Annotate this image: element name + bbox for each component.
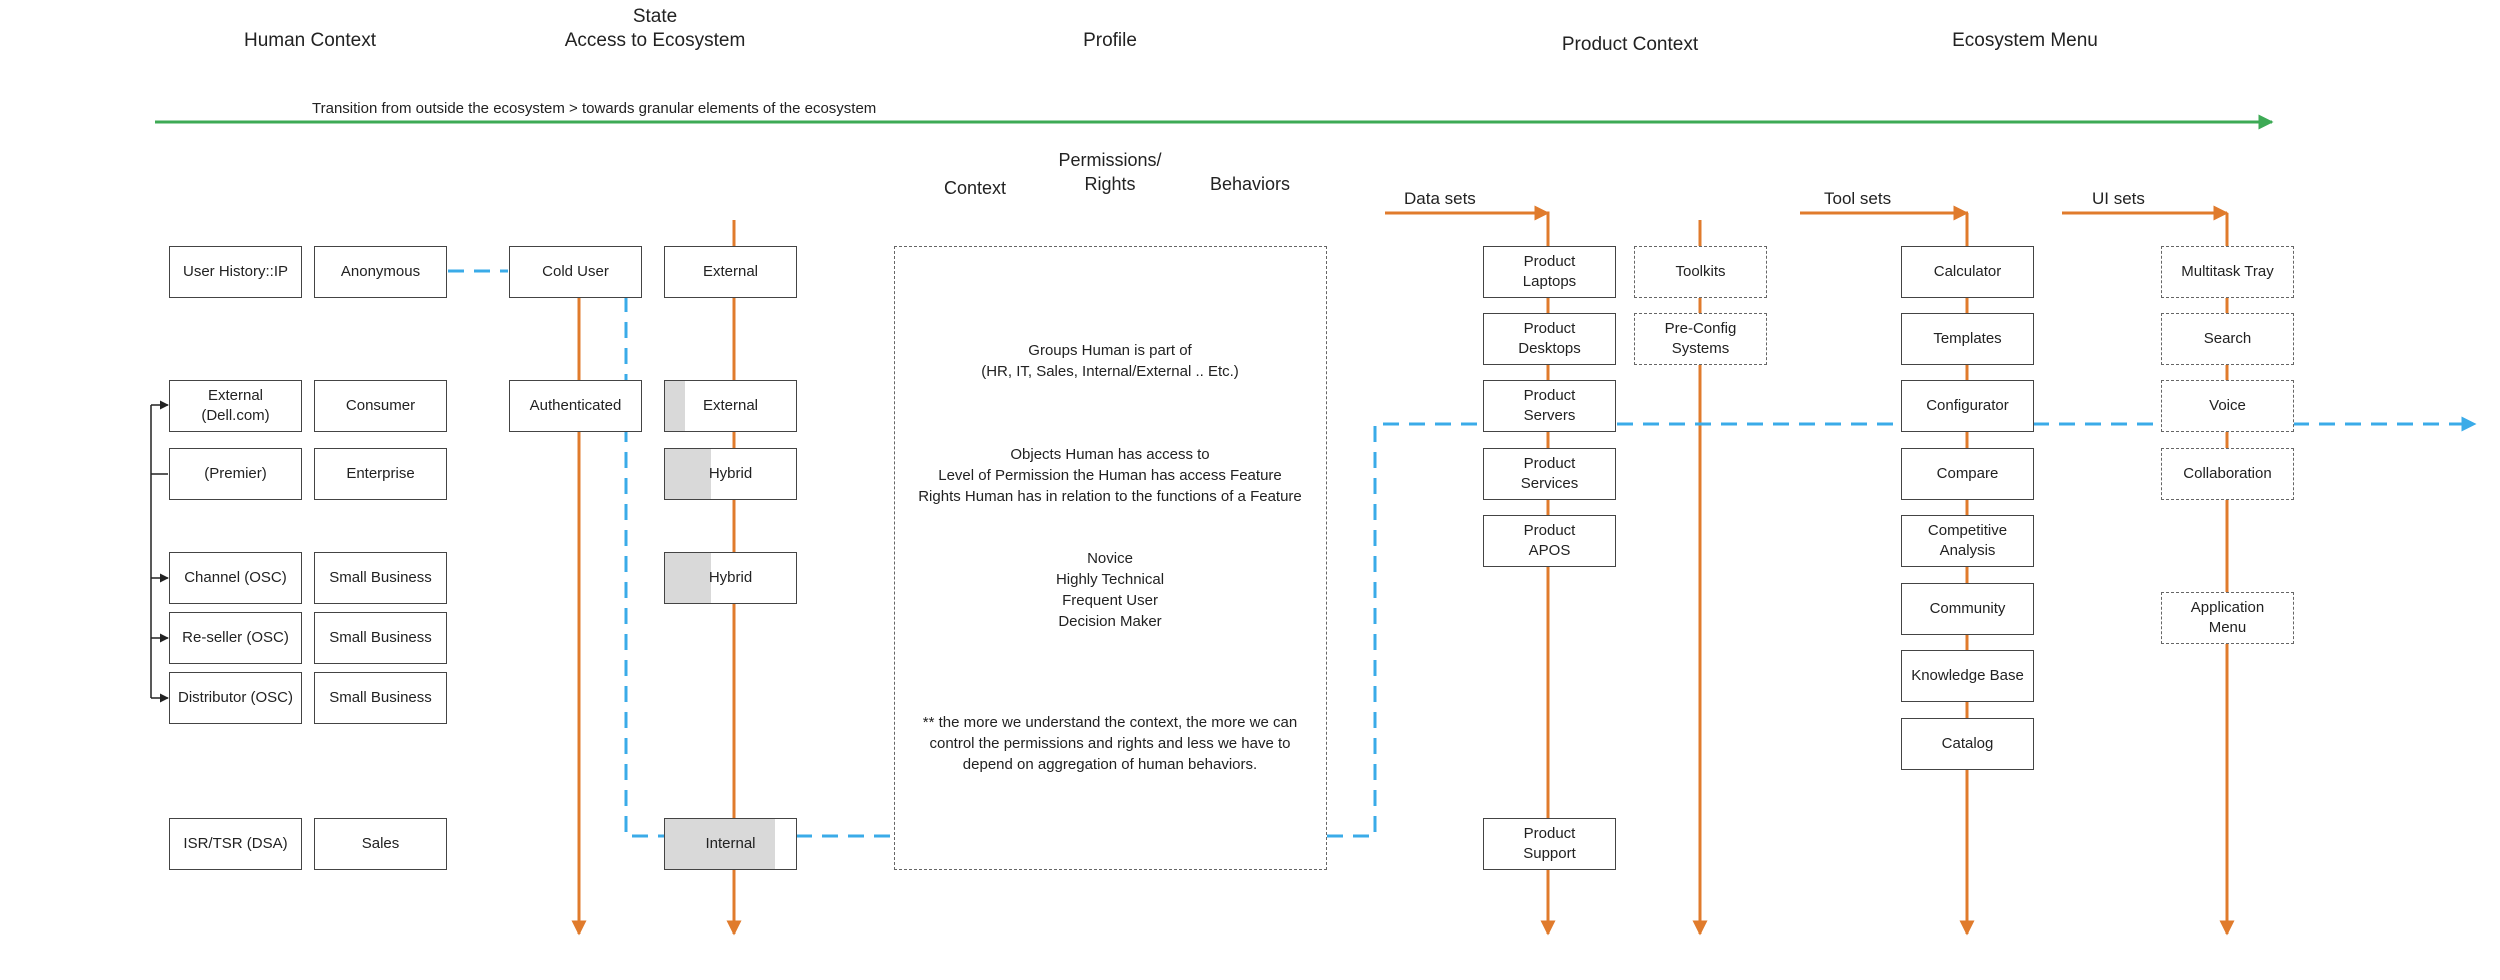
access-hybrid: Hybrid bbox=[664, 552, 797, 604]
human-context-distributor: Distributor (OSC) bbox=[169, 672, 302, 724]
segment-sales: Sales bbox=[314, 818, 447, 870]
human-context-channel: Channel (OSC) bbox=[169, 552, 302, 604]
ui-sets-label: UI sets bbox=[2092, 189, 2145, 208]
data-set-servers: Product Servers bbox=[1483, 380, 1616, 432]
data-set-support: Product Support bbox=[1483, 818, 1616, 870]
data-set-services: Product Services bbox=[1483, 448, 1616, 500]
data-set-apos: Product APOS bbox=[1483, 515, 1616, 567]
tool-set-configurator: Configurator bbox=[1901, 380, 2034, 432]
ui-set-voice: Voice bbox=[2161, 380, 2294, 432]
human-context-external: External (Dell.com) bbox=[169, 380, 302, 432]
profile-subheader-context: Context bbox=[943, 178, 1007, 198]
profile-subheader-behaviors: Behaviors bbox=[1209, 174, 1291, 194]
header-profile: Profile bbox=[1083, 30, 1137, 51]
access-hybrid: Hybrid bbox=[664, 448, 797, 500]
tool-set-compare: Compare bbox=[1901, 448, 2034, 500]
profile-box bbox=[894, 246, 1327, 870]
segment-small-business: Small Business bbox=[314, 612, 447, 664]
profile-note-text: ** the more we understand the context, t… bbox=[922, 714, 1298, 773]
header-ecosystem-menu: Ecosystem Menu bbox=[1952, 30, 2098, 51]
tool-set-catalog: Catalog bbox=[1901, 718, 2034, 770]
data-sets-label: Data sets bbox=[1404, 189, 1476, 208]
header-state: State Access to Ecosystem bbox=[564, 6, 746, 51]
tool-set-community: Community bbox=[1901, 583, 2034, 635]
state-authenticated: Authenticated bbox=[509, 380, 642, 432]
access-external: External bbox=[664, 246, 797, 298]
state-to-profile-link bbox=[624, 296, 664, 838]
human-context-reseller: Re-seller (OSC) bbox=[169, 612, 302, 664]
ui-set-application-menu: Application Menu bbox=[2161, 592, 2294, 644]
transition-label: Transition from outside the ecosystem > … bbox=[312, 100, 877, 117]
profile-objects-text: Objects Human has access to Level of Per… bbox=[918, 446, 1302, 505]
header-human-context: Human Context bbox=[243, 30, 376, 51]
profile-groups-text: Groups Human is part of (HR, IT, Sales, … bbox=[981, 342, 1239, 380]
data-set-desktops: Product Desktops bbox=[1483, 313, 1616, 365]
human-context-user-history: User History::IP bbox=[169, 246, 302, 298]
toolkit-pre-config-systems: Pre-Config Systems bbox=[1634, 313, 1767, 365]
header-product-context: Product Context bbox=[1561, 34, 1699, 55]
tool-set-competitive-analysis: Competitive Analysis bbox=[1901, 515, 2034, 567]
segment-small-business: Small Business bbox=[314, 552, 447, 604]
ui-set-multitask-tray: Multitask Tray bbox=[2161, 246, 2294, 298]
toolkit-toolkits: Toolkits bbox=[1634, 246, 1767, 298]
data-set-laptops: Product Laptops bbox=[1483, 246, 1616, 298]
human-context-premier: (Premier) bbox=[169, 448, 302, 500]
ui-set-collaboration: Collaboration bbox=[2161, 448, 2294, 500]
access-internal: Internal bbox=[664, 818, 797, 870]
state-cold-user: Cold User bbox=[509, 246, 642, 298]
segment-enterprise: Enterprise bbox=[314, 448, 447, 500]
profile-behaviors-text: Novice Highly Technical Frequent User De… bbox=[1055, 550, 1165, 630]
segment-small-business: Small Business bbox=[314, 672, 447, 724]
tool-set-knowledge-base: Knowledge Base bbox=[1901, 650, 2034, 702]
human-context-isr-tsr: ISR/TSR (DSA) bbox=[169, 818, 302, 870]
access-external-partial: External bbox=[664, 380, 797, 432]
profile-subheader-permissions: Permissions/ Rights bbox=[1058, 150, 1162, 194]
tool-set-calculator: Calculator bbox=[1901, 246, 2034, 298]
ui-set-search: Search bbox=[2161, 313, 2294, 365]
segment-anonymous: Anonymous bbox=[314, 246, 447, 298]
segment-consumer: Consumer bbox=[314, 380, 447, 432]
tool-sets-label: Tool sets bbox=[1824, 189, 1892, 208]
tool-set-templates: Templates bbox=[1901, 313, 2034, 365]
